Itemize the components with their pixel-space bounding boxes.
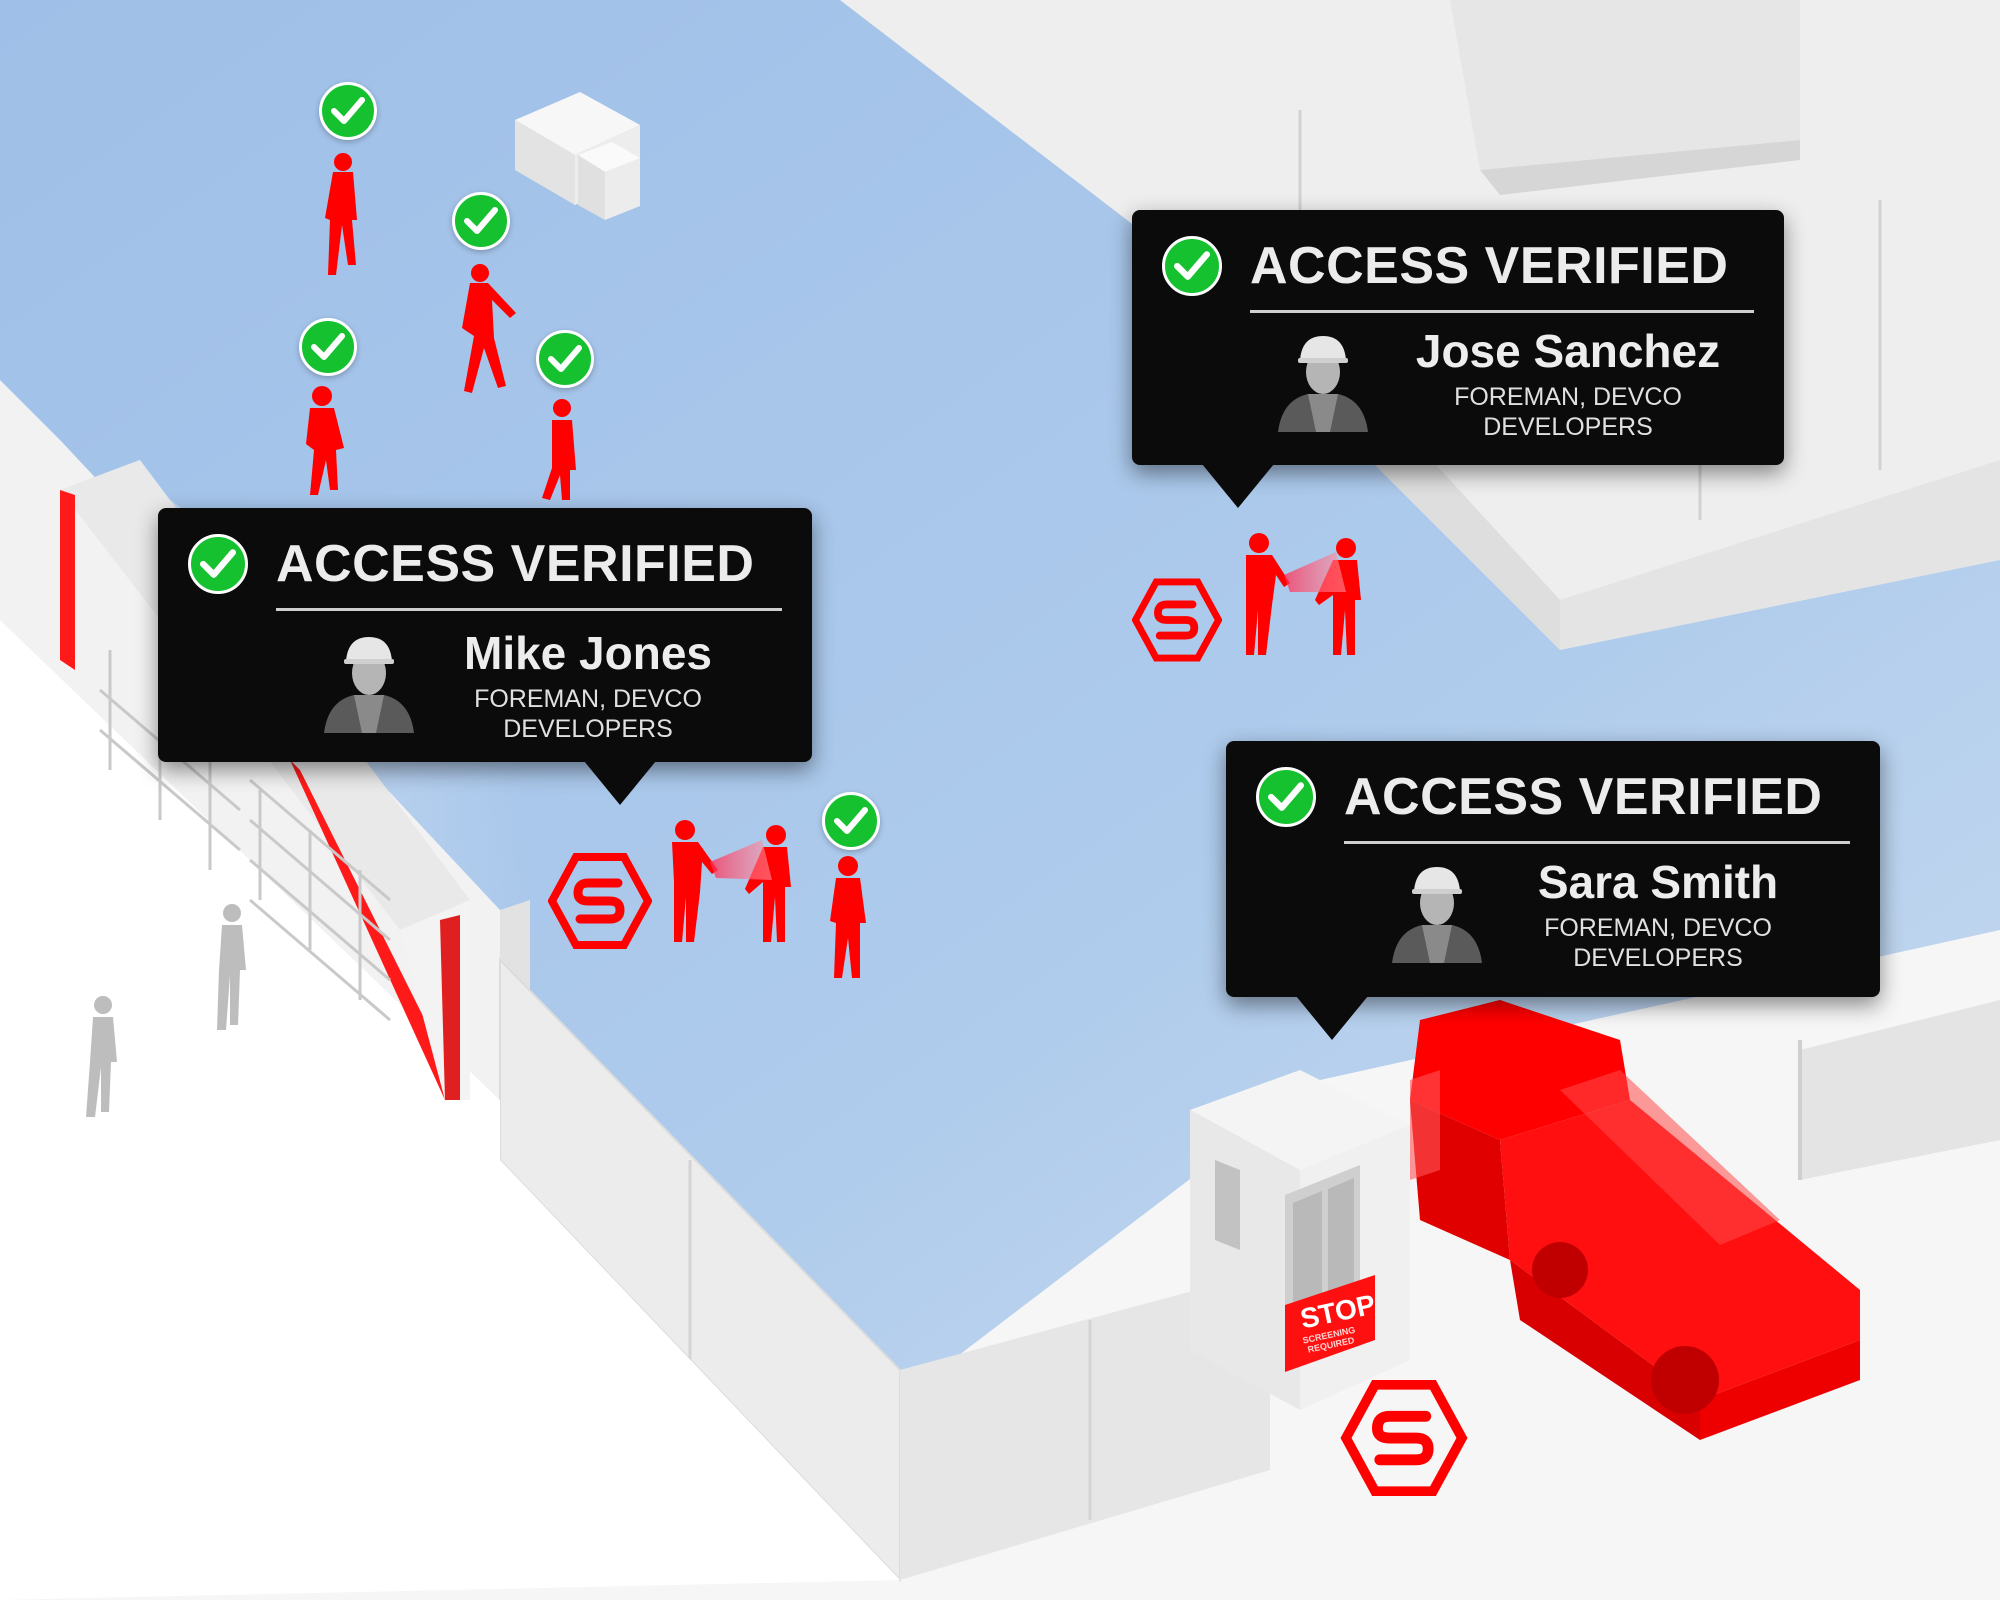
access-card-mike-jones: ACCESS VERIFIED Mike Jones FOREMAN, DEVC… bbox=[158, 508, 812, 805]
s-hexagon-logo-icon bbox=[1340, 1380, 1468, 1496]
divider bbox=[276, 608, 782, 611]
check-icon bbox=[188, 534, 248, 594]
worker-role-line2: DEVELOPERS bbox=[1573, 944, 1743, 972]
access-card-sara-smith: ACCESS VERIFIED Sara Smith FOREMAN, DEVC… bbox=[1226, 741, 1880, 1040]
verified-check-icon bbox=[319, 82, 377, 140]
worker-role-line2: DEVELOPERS bbox=[503, 715, 673, 743]
worker-role-line2: DEVELOPERS bbox=[1483, 413, 1653, 441]
s-hexagon-logo-icon bbox=[1132, 578, 1222, 662]
worker-name: Mike Jones bbox=[464, 627, 712, 679]
divider bbox=[1250, 310, 1754, 313]
check-icon bbox=[1256, 767, 1316, 827]
card-pointer bbox=[1202, 464, 1274, 508]
worker-role-line1: FOREMAN, DEVCO bbox=[1454, 383, 1682, 411]
access-status: ACCESS VERIFIED bbox=[1250, 237, 1729, 295]
verified-check-icon bbox=[299, 318, 357, 376]
check-icon bbox=[1162, 236, 1222, 296]
worker-avatar bbox=[1382, 853, 1492, 963]
card-header: ACCESS VERIFIED bbox=[1256, 759, 1850, 844]
card-pointer bbox=[584, 761, 656, 805]
worker-role-line1: FOREMAN, DEVCO bbox=[474, 685, 702, 713]
card-pointer bbox=[1296, 996, 1368, 1040]
access-card-jose-sanchez: ACCESS VERIFIED Jose Sanchez FOREMAN, DE… bbox=[1132, 210, 1784, 508]
worker-avatar bbox=[1268, 322, 1378, 432]
verified-check-icon bbox=[536, 330, 594, 388]
worker-role-line1: FOREMAN, DEVCO bbox=[1544, 914, 1772, 942]
access-status: ACCESS VERIFIED bbox=[1344, 768, 1823, 826]
verified-check-icon bbox=[822, 792, 880, 850]
worker-name: Sara Smith bbox=[1537, 856, 1779, 908]
worker-avatar bbox=[314, 623, 424, 733]
worker-name: Jose Sanchez bbox=[1415, 325, 1721, 377]
truck-silhouette bbox=[1410, 1000, 1860, 1440]
divider bbox=[1344, 841, 1850, 844]
access-status: ACCESS VERIFIED bbox=[276, 535, 755, 593]
unverified-workers bbox=[86, 904, 246, 1117]
s-hexagon-logo-icon bbox=[548, 853, 652, 949]
verified-check-icon bbox=[452, 192, 510, 250]
card-header: ACCESS VERIFIED bbox=[1162, 228, 1754, 313]
card-header: ACCESS VERIFIED bbox=[188, 526, 782, 611]
